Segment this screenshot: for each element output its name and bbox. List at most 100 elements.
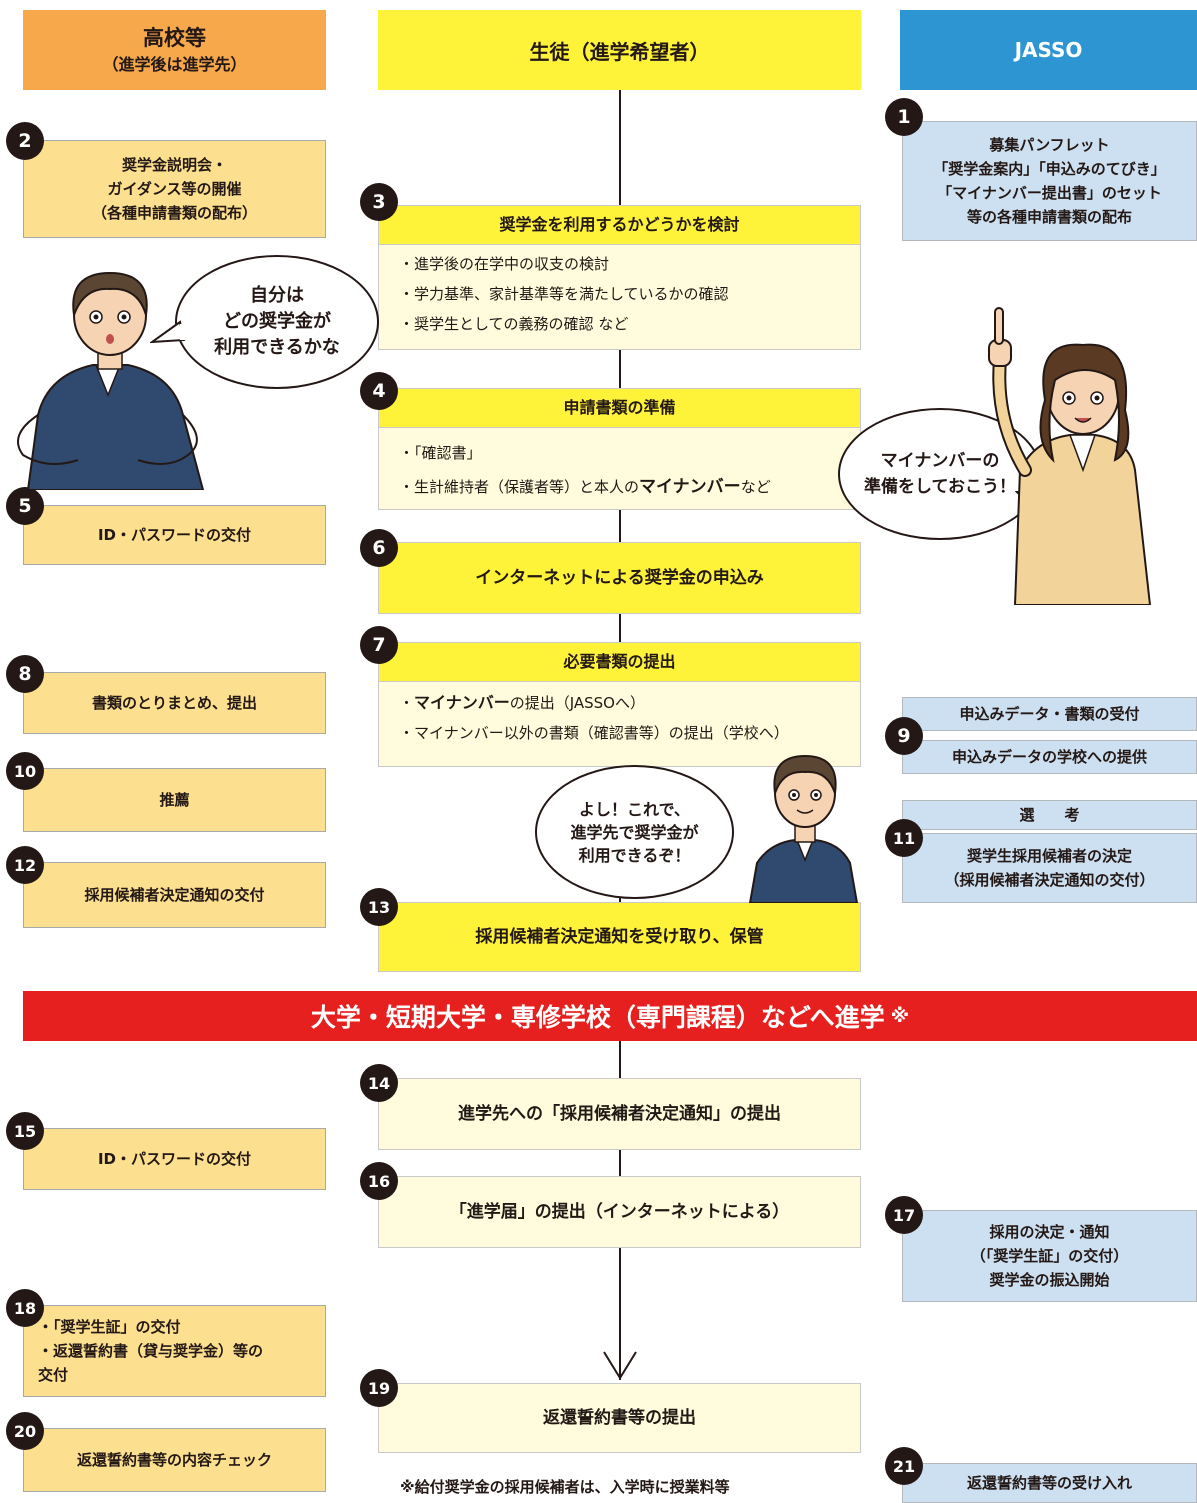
- step-6-box: インターネットによる奨学金の申込み: [378, 542, 861, 614]
- bubble-line: どの奨学金が: [223, 311, 331, 332]
- step-18-number: 18: [6, 1289, 44, 1327]
- step-7-items: ・マイナンバーの提出（JASSOへ） ・マイナンバー以外の書類（確認書等）の提出…: [379, 682, 860, 748]
- banner-label: 大学・短期大学・専修学校（専門課程）などへ進学: [310, 1003, 885, 1032]
- step-3-title: 奨学金を利用するかどうかを検討: [379, 206, 860, 245]
- step-14-label: 進学先への「採用候補者決定通知」の提出: [458, 1104, 781, 1124]
- teacher-pointing-illustration: [988, 307, 1152, 605]
- step-9-top-label: 申込みデータ・書類の受付: [959, 705, 1140, 723]
- step-1-box: 募集パンフレット 「奨学金案内」「申込みのてびき」 「マイナンバー提出書」のセッ…: [902, 121, 1197, 241]
- step-7-item: ・マイナンバーの提出（JASSOへ）: [399, 688, 860, 718]
- step-17-box: 採用の決定・通知 （「奨学生証」の交付） 奨学金の振込開始: [902, 1210, 1197, 1302]
- step-21-label: 返還誓約書等の受け入れ: [966, 1474, 1132, 1492]
- step-9-top-box: 申込みデータ・書類の受付: [902, 697, 1197, 731]
- step-21-number: 21: [885, 1447, 923, 1485]
- student-column-header: 生徒（進学希望者）: [378, 10, 861, 90]
- bubble-tail-student-question: [150, 320, 188, 344]
- step-12-number: 12: [6, 846, 44, 884]
- student-happy-illustration: [748, 754, 859, 903]
- step-4-items: ・「確認書」 ・生計維持者（保護者等）と本人のマイナンバーなど: [379, 428, 860, 504]
- step-4-item-bold: マイナンバー: [639, 477, 741, 497]
- step-3-items: ・進学後の在学中の収支の検討 ・学力基準、家計基準等を満たしているかの確認 ・奨…: [379, 245, 860, 339]
- step-5-box: ID・パスワードの交付: [23, 505, 326, 565]
- step-18-line: ・「奨学生証」の交付: [38, 1318, 181, 1336]
- step-20-label: 返還誓約書等の内容チェック: [76, 1451, 272, 1469]
- step-6-label: インターネットによる奨学金の申込み: [475, 568, 764, 588]
- step-15-number: 15: [6, 1112, 44, 1150]
- school-column-title: 高校等: [143, 26, 206, 50]
- school-column-subtitle: （進学後は進学先）: [102, 55, 247, 74]
- step-7-box: 必要書類の提出 ・マイナンバーの提出（JASSOへ） ・マイナンバー以外の書類（…: [378, 642, 861, 767]
- step-4-box: 申請書類の準備 ・「確認書」 ・生計維持者（保護者等）と本人のマイナンバーなど: [378, 388, 861, 510]
- step-13-box: 採用候補者決定通知を受け取り、保管: [378, 902, 861, 972]
- bubble-line: 利用できるぞ！: [578, 845, 691, 865]
- step-7-item-bold: マイナンバー: [414, 693, 510, 712]
- jasso-column-title: JASSO: [1014, 38, 1083, 62]
- step-2-line: ガイダンス等の開催: [107, 180, 242, 198]
- step-13-number: 13: [360, 888, 398, 926]
- step-6-number: 6: [360, 529, 398, 567]
- step-11-line: （採用候補者決定通知の交付）: [944, 871, 1155, 889]
- step-3-item: ・奨学生としての義務の確認 など: [399, 315, 629, 333]
- step-17-line: （「奨学生証」の交付）: [970, 1247, 1129, 1265]
- step-10-number: 10: [6, 752, 44, 790]
- step-18-box: ・「奨学生証」の交付 ・返還誓約書（貸与奨学金）等の 交付: [23, 1305, 326, 1397]
- step-3-number: 3: [360, 183, 398, 221]
- step-12-label: 採用候補者決定通知の交付: [84, 886, 265, 904]
- step-4-title: 申請書類の準備: [379, 389, 860, 428]
- step-14-number: 14: [360, 1064, 398, 1102]
- step-1-number: 1: [885, 98, 923, 136]
- step-17-number: 17: [885, 1196, 923, 1234]
- step-19-box: 返還誓約書等の提出: [378, 1383, 861, 1453]
- step-8-label: 書類のとりまとめ、提出: [91, 694, 257, 712]
- step-13-label: 採用候補者決定通知を受け取り、保管: [475, 927, 764, 947]
- step-5-number: 5: [6, 487, 44, 525]
- bubble-line: 準備をしておこう！: [864, 477, 1016, 497]
- step-8-number: 8: [6, 655, 44, 693]
- step-16-label: 「進学届」の提出（インターネットによる）: [449, 1202, 790, 1222]
- step-4-number: 4: [360, 372, 398, 410]
- progression-banner: 大学・短期大学・専修学校（専門課程）などへ進学 ※: [23, 991, 1197, 1041]
- step-16-number: 16: [360, 1162, 398, 1200]
- bubble-line: マイナンバーの: [880, 451, 1000, 471]
- step-17-line: 奨学金の振込開始: [989, 1271, 1110, 1289]
- step-20-number: 20: [6, 1412, 44, 1450]
- step-2-line: （各種申請書類の配布）: [91, 204, 257, 222]
- step-15-label: ID・パスワードの交付: [97, 1150, 252, 1168]
- step-7-item-pre: ・: [399, 694, 415, 712]
- step-2-box: 奨学金説明会・ ガイダンス等の開催 （各種申請書類の配布）: [23, 140, 326, 238]
- step-4-item: ・「確認書」: [399, 444, 482, 462]
- footnote: ※給付奨学金の採用候補者は、入学時に授業料等: [400, 1478, 730, 1496]
- step-18-line: ・返還誓約書（貸与奨学金）等の: [38, 1342, 264, 1360]
- step-11-top-box: 選 考: [902, 800, 1197, 830]
- bubble-line: 進学先で奨学金が: [570, 822, 699, 842]
- step-7-title: 必要書類の提出: [379, 643, 860, 682]
- step-15-box: ID・パスワードの交付: [23, 1128, 326, 1190]
- step-9-number: 9: [885, 717, 923, 755]
- step-16-box: 「進学届」の提出（インターネットによる）: [378, 1176, 861, 1248]
- step-1-line: 「マイナンバー提出書」のセット: [937, 184, 1162, 202]
- step-21-box: 返還誓約書等の受け入れ: [902, 1463, 1197, 1503]
- step-3-box: 奨学金を利用するかどうかを検討 ・進学後の在学中の収支の検討 ・学力基準、家計基…: [378, 205, 861, 350]
- step-8-box: 書類のとりまとめ、提出: [23, 672, 326, 734]
- school-column-header: 高校等 （進学後は進学先）: [23, 10, 326, 90]
- step-3-item: ・進学後の在学中の収支の検討: [399, 255, 610, 273]
- step-9-bottom-box: 申込みデータの学校への提供: [902, 740, 1197, 774]
- step-11-number: 11: [885, 819, 923, 857]
- step-7-number: 7: [360, 626, 398, 664]
- step-3-item: ・学力基準、家計基準等を満たしているかの確認: [399, 285, 729, 303]
- speech-bubble-student-happy: よし！これで、 進学先で奨学金が 利用できるぞ！: [535, 765, 734, 899]
- flow-arrow-head: [603, 1351, 637, 1380]
- bubble-line: 利用できるかな: [214, 337, 340, 358]
- step-7-item-post: の提出（JASSOへ）: [509, 694, 645, 712]
- flow-line-upper: [619, 90, 621, 670]
- step-11-bottom-box: 奨学生採用候補者の決定 （採用候補者決定通知の交付）: [902, 833, 1197, 903]
- bubble-line: よし！これで、: [579, 799, 690, 819]
- step-2-number: 2: [6, 122, 44, 160]
- step-7-item: ・マイナンバー以外の書類（確認書等）の提出（学校へ）: [399, 724, 789, 742]
- student-column-title: 生徒（進学希望者）: [529, 39, 710, 64]
- step-10-box: 推薦: [23, 768, 326, 832]
- step-11-top-label: 選 考: [1019, 806, 1080, 824]
- jasso-column-header: JASSO: [900, 10, 1197, 90]
- bubble-line: 自分は: [250, 285, 304, 306]
- step-4-item-post: など: [740, 478, 771, 496]
